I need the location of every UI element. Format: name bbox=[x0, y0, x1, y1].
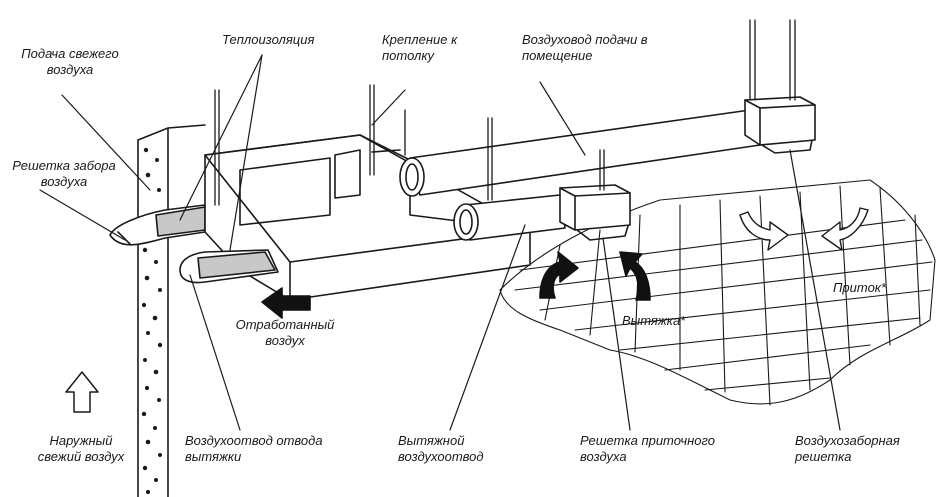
label-line: Воздухозаборная bbox=[795, 433, 900, 448]
leader-supply-duct bbox=[539, 81, 586, 156]
label-exhaust-outlet: Воздухоотвод отвода вытяжки bbox=[185, 433, 323, 465]
return-grille-box bbox=[744, 96, 816, 154]
extract-duct bbox=[453, 194, 566, 241]
label-line: решетка bbox=[795, 449, 852, 464]
leader-ceiling-mount bbox=[371, 89, 406, 126]
exhaust-left-arrow bbox=[261, 287, 311, 319]
label-line: воздуха bbox=[580, 449, 627, 464]
ceiling-grid bbox=[499, 179, 936, 406]
leader-return-grille bbox=[789, 149, 841, 431]
extract-curved-arrow-2 bbox=[619, 251, 651, 301]
label-return-grille: Воздухозаборная решетка bbox=[795, 433, 900, 465]
label-line: Крепление к bbox=[382, 32, 458, 47]
label-line: воздуха bbox=[40, 174, 88, 189]
grid-row bbox=[514, 239, 923, 291]
label-supply-duct: Воздуховод подачи в помещение bbox=[522, 32, 648, 64]
grid-col bbox=[879, 187, 891, 346]
leader-extract-duct bbox=[449, 224, 526, 431]
label-line: Теплоизоляция bbox=[222, 32, 315, 47]
label-line: потолку bbox=[382, 48, 434, 63]
label-line: Наружный bbox=[49, 433, 113, 448]
grid-row bbox=[704, 377, 831, 391]
outdoor-air-up-arrow bbox=[65, 371, 99, 413]
label-line: воздуха bbox=[46, 62, 94, 77]
grid-col bbox=[839, 185, 851, 366]
label-line: Отработанный bbox=[235, 317, 335, 332]
supply-duct bbox=[399, 109, 761, 197]
leader-lines bbox=[39, 54, 841, 431]
leader-fresh-air bbox=[61, 94, 151, 191]
leader-insulation-2 bbox=[229, 54, 263, 251]
label-line: помещение bbox=[522, 48, 593, 63]
label-line: вытяжки bbox=[185, 449, 242, 464]
supply-curved-arrow-1 bbox=[739, 211, 789, 251]
wall-dots bbox=[141, 147, 163, 495]
grid-col bbox=[589, 229, 601, 336]
wall bbox=[137, 124, 206, 497]
label-line: свежий воздух bbox=[37, 449, 125, 464]
intake-grille-nozzle bbox=[109, 204, 206, 246]
label-line: Подача свежего bbox=[21, 46, 119, 61]
ceiling-rods bbox=[214, 19, 796, 206]
leader-supply-grille bbox=[602, 237, 631, 431]
supply-curved-arrow-2 bbox=[821, 207, 869, 251]
grid-col bbox=[914, 214, 921, 326]
label-line: Воздуховод подачи в bbox=[522, 32, 648, 47]
label-line: Воздухоотвод отвода bbox=[185, 433, 323, 448]
label-line: Вытяжка* bbox=[622, 313, 686, 328]
leader-exhaust-outlet bbox=[189, 274, 241, 431]
label-extract: Вытяжка* bbox=[622, 313, 685, 329]
extract-curved-arrow-1 bbox=[539, 251, 579, 299]
label-exhaust-air: Отработанный воздух bbox=[230, 317, 340, 349]
label-ceiling-mount: Крепление к потолку bbox=[382, 32, 457, 64]
grid-row bbox=[574, 289, 931, 331]
grid-row bbox=[519, 219, 906, 271]
label-line: Приток* bbox=[833, 280, 886, 295]
label-fresh-air-supply: Подача свежего воздуха bbox=[20, 46, 120, 78]
flow-arrows bbox=[65, 207, 869, 413]
label-line: Вытяжной bbox=[398, 433, 465, 448]
grid-col bbox=[799, 191, 811, 391]
label-extract-duct: Вытяжной воздухоотвод bbox=[398, 433, 484, 465]
label-supply: Приток* bbox=[833, 280, 886, 296]
label-supply-grille: Решетка приточного воздуха bbox=[580, 433, 715, 465]
label-intake-grille: Решетка забора воздуха bbox=[10, 158, 118, 190]
leader-intake-grille bbox=[39, 189, 126, 241]
label-insulation: Теплоизоляция bbox=[222, 32, 314, 48]
grid-col bbox=[719, 199, 726, 393]
supply-grille-box bbox=[559, 184, 631, 241]
label-line: воздухоотвод bbox=[398, 449, 484, 464]
grid-row bbox=[539, 261, 933, 311]
exhaust-outlet-nozzle bbox=[179, 249, 279, 284]
label-line: Решетка забора bbox=[12, 158, 116, 173]
label-outdoor-air: Наружный свежий воздух bbox=[28, 433, 134, 465]
ventilation-unit bbox=[204, 134, 531, 301]
grid-row bbox=[619, 317, 921, 351]
leader-insulation-1 bbox=[179, 54, 263, 221]
label-line: воздух bbox=[265, 333, 305, 348]
label-line: Решетка приточного bbox=[580, 433, 715, 448]
